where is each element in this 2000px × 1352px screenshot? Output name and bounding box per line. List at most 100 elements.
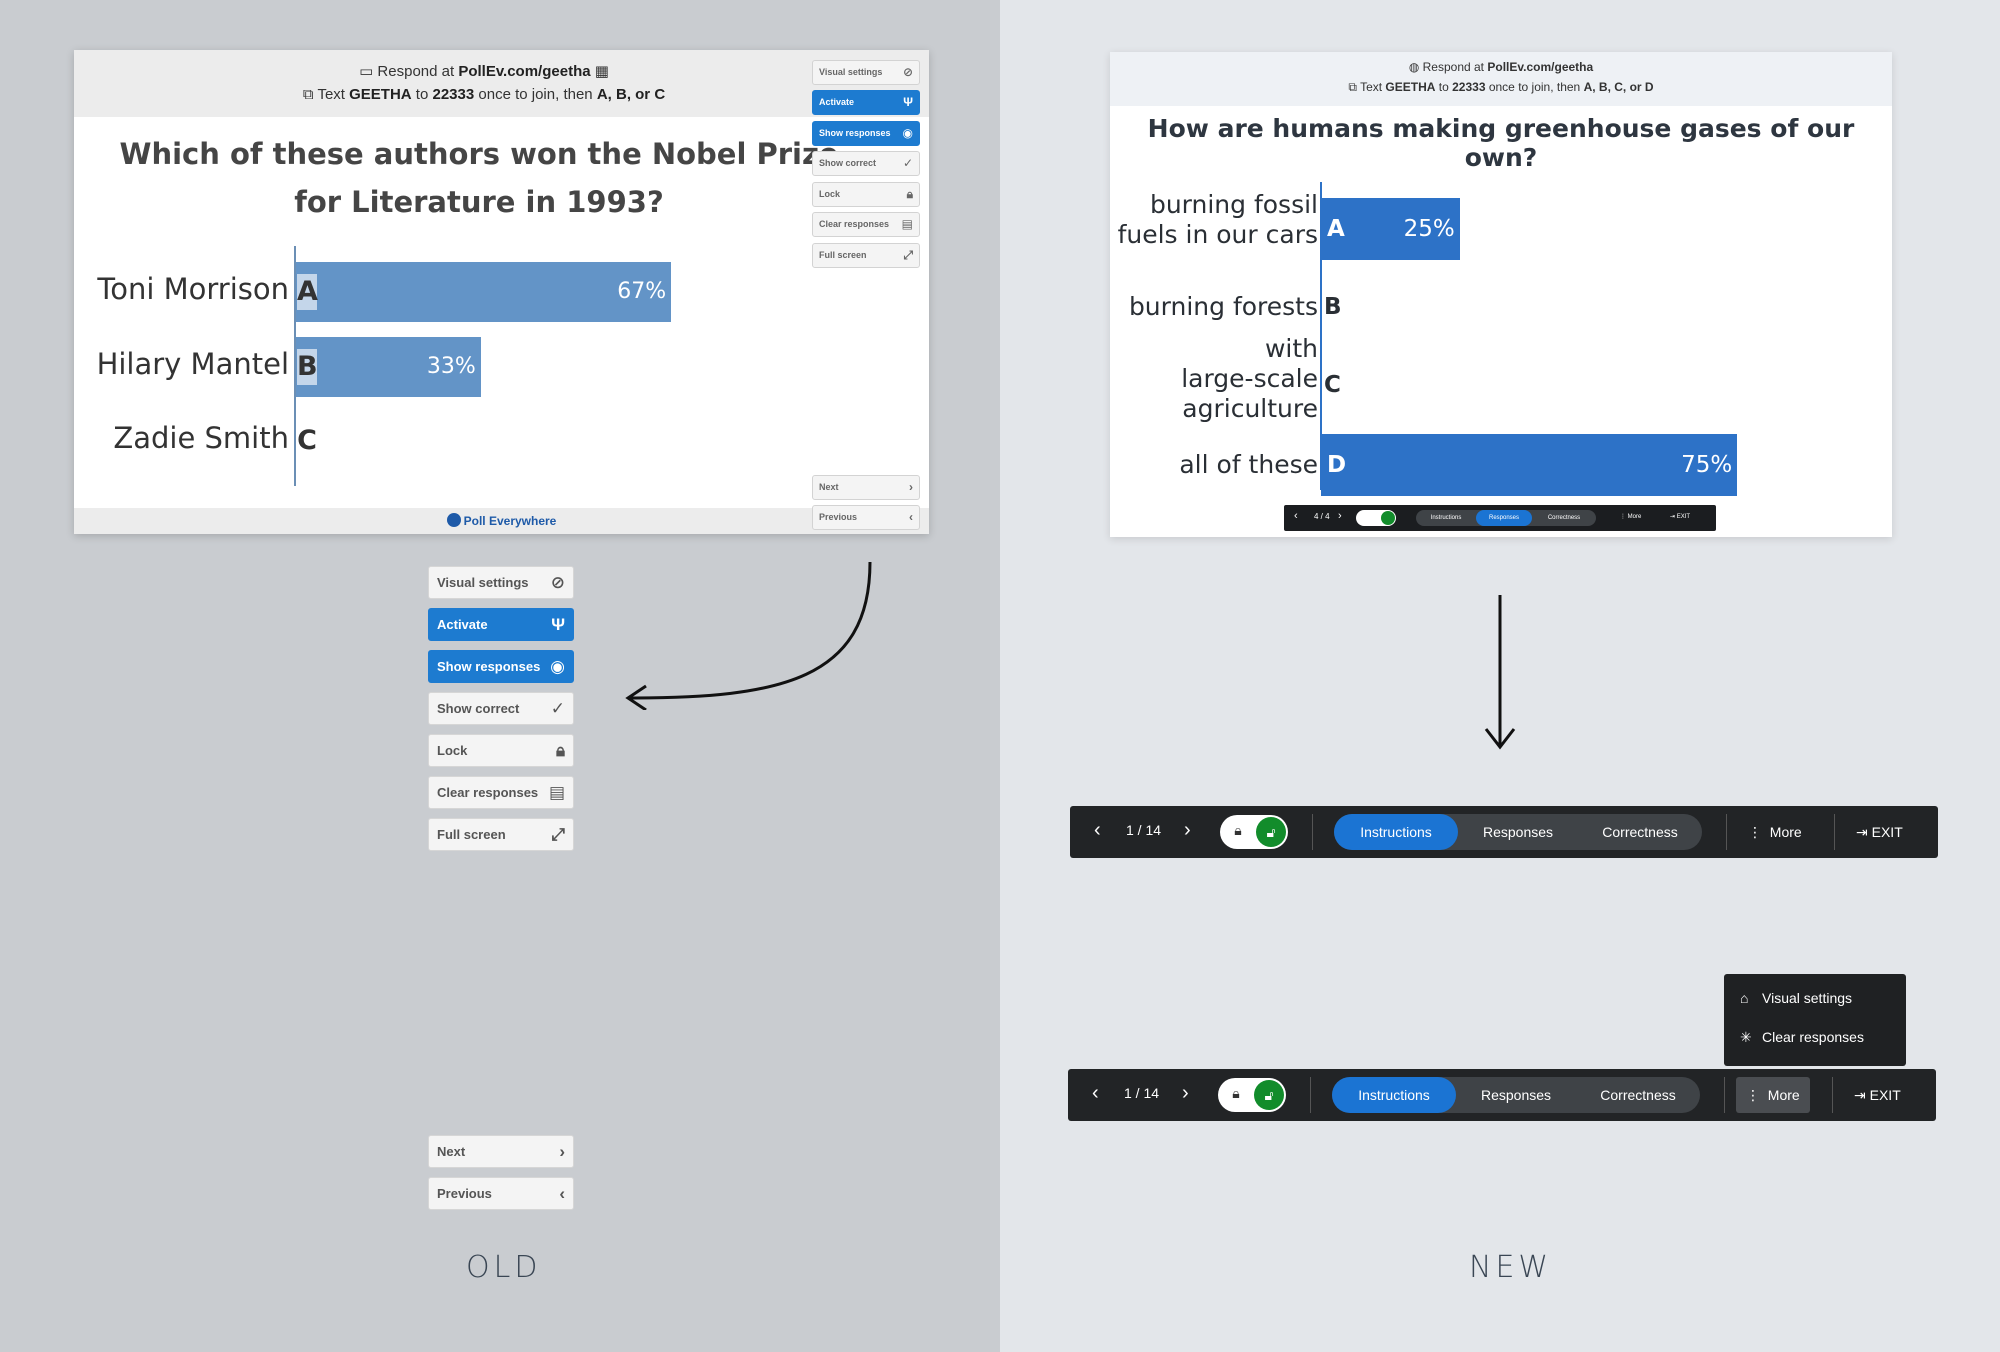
- new-option-label-c: with large-scale agriculture: [1181, 334, 1318, 423]
- lock-icon: 🔒︎: [1232, 1085, 1240, 1101]
- curved-arrow: [625, 561, 872, 710]
- lock-toggle[interactable]: 🔒︎ 🔓︎: [1218, 1078, 1286, 1112]
- old-bar-b-percent: 33%: [426, 354, 476, 379]
- mini-lock-toggle[interactable]: [1356, 510, 1396, 526]
- kebab-icon: ⋮: [1746, 1087, 1760, 1103]
- clear-responses-button[interactable]: Clear responses▤: [428, 776, 574, 809]
- mini-mode-segmented: Instructions Responses Correctness: [1416, 510, 1596, 526]
- old-bar-a-percent: 67%: [617, 279, 667, 304]
- page-counter: 1 / 14: [1124, 1085, 1160, 1101]
- new-option-letter-d: D: [1327, 452, 1347, 478]
- exit-button[interactable]: ⇥ EXIT: [1854, 1087, 1901, 1103]
- unlock-icon: 🔓︎: [1256, 817, 1286, 847]
- poll-everywhere-logo: Poll Everywhere: [446, 513, 556, 528]
- new-text-line: ⧉ Text GEETHA to 22333 once to join, the…: [1348, 80, 1654, 94]
- mini-tab-responses[interactable]: Responses: [1476, 510, 1532, 526]
- menu-item-clear-responses[interactable]: ✳Clear responses: [1740, 1029, 1864, 1045]
- new-chart-axis: [1320, 182, 1322, 490]
- unlock-icon: 🔓︎: [1254, 1080, 1284, 1110]
- exit-button[interactable]: ⇥ EXIT: [1856, 824, 1903, 840]
- lock-toggle[interactable]: 🔒︎ 🔓︎: [1220, 815, 1288, 849]
- new-question: How are humans making greenhouse gases o…: [1147, 114, 1855, 172]
- show-correct-button-small[interactable]: Show correct✓: [812, 151, 920, 176]
- lock-button[interactable]: Lock🔒︎: [428, 734, 574, 767]
- show-correct-button[interactable]: Show correct✓: [428, 692, 574, 725]
- old-option-label-b: Hilary Mantel: [96, 347, 289, 381]
- kebab-icon: ⋮: [1748, 824, 1762, 840]
- lock-button-small[interactable]: Lock🔒︎: [812, 182, 920, 207]
- mini-more-button[interactable]: ⋮ More: [1620, 514, 1642, 520]
- exit-icon: ⇥: [1856, 824, 1868, 840]
- message-icon: ⧉: [1348, 80, 1361, 94]
- previous-button-small[interactable]: Previous‹: [812, 505, 920, 530]
- new-bar-a-percent: 25%: [1403, 216, 1455, 242]
- old-slide: ▭ Respond at PollEv.com/geetha ▦ ⧉ Text …: [74, 50, 929, 534]
- chevron-left-icon[interactable]: ‹: [1092, 1082, 1099, 1104]
- chevron-right-icon[interactable]: ›: [1184, 819, 1191, 841]
- mini-exit-button[interactable]: ⇥ EXIT: [1670, 514, 1691, 520]
- old-option-label-a: Toni Morrison: [97, 272, 289, 306]
- more-button[interactable]: ⋮ More: [1748, 824, 1802, 840]
- new-option-letter-a: A: [1327, 216, 1345, 242]
- mini-tab-correctness[interactable]: Correctness: [1547, 515, 1581, 521]
- more-button-active[interactable]: ⋮ More: [1736, 1077, 1810, 1113]
- visual-settings-button[interactable]: Visual settings⊘: [428, 566, 574, 599]
- lock-icon: 🔒︎: [1234, 822, 1242, 838]
- old-option-letter-c: C: [297, 425, 317, 456]
- mode-segmented-control: Instructions Responses Correctness: [1332, 1077, 1700, 1113]
- check-icon: ✓: [902, 156, 913, 170]
- chevron-left-icon: ‹: [559, 1184, 565, 1203]
- toolbar-divider: [1312, 814, 1313, 850]
- old-bar-a: 67%: [296, 262, 672, 322]
- new-bar-d: D 75%: [1321, 434, 1738, 496]
- full-screen-button[interactable]: Full screen⤢: [428, 818, 574, 851]
- chevron-left-icon[interactable]: ‹: [1094, 819, 1101, 841]
- expand-icon: ⤢: [551, 825, 565, 844]
- tab-instructions[interactable]: Instructions: [1332, 1077, 1456, 1113]
- palette-icon: ⊘: [550, 573, 565, 592]
- mini-chevron-right-icon[interactable]: ›: [1338, 510, 1342, 522]
- presenter-toolbar: ‹ 1 / 14 › 🔒︎ 🔓︎ Instructions Responses …: [1070, 806, 1938, 858]
- poll-everywhere-icon: [446, 513, 461, 527]
- previous-button[interactable]: Previous‹: [428, 1177, 574, 1210]
- mini-tab-instructions[interactable]: Instructions: [1430, 515, 1462, 521]
- visual-settings-button-small[interactable]: Visual settings⊘: [812, 60, 920, 85]
- archive-icon: ▤: [901, 217, 913, 231]
- tab-responses[interactable]: Responses: [1480, 1087, 1552, 1103]
- menu-item-visual-settings[interactable]: ⌂Visual settings: [1740, 990, 1853, 1006]
- down-arrow: [1484, 595, 1516, 750]
- tab-instructions[interactable]: Instructions: [1334, 814, 1458, 850]
- show-responses-button-small[interactable]: Show responses◉: [812, 121, 920, 146]
- mini-chevron-left-icon[interactable]: ‹: [1294, 510, 1298, 522]
- page-counter: 1 / 14: [1126, 822, 1162, 838]
- mini-page-counter: 4 / 4: [1314, 512, 1330, 521]
- old-option-letter-b: B: [297, 349, 318, 385]
- old-slide-header: ▭ Respond at PollEv.com/geetha ▦ ⧉ Text …: [74, 50, 929, 117]
- new-option-label-a: burning fossil fuels in our cars: [1117, 190, 1318, 249]
- antenna-icon: Ψ: [551, 615, 565, 634]
- more-menu: ⌂Visual settings ✳Clear responses: [1724, 974, 1906, 1066]
- show-responses-button[interactable]: Show responses◉: [428, 650, 574, 683]
- mini-unlock-icon: [1381, 511, 1395, 525]
- new-caption: NEW: [1469, 1250, 1553, 1285]
- full-screen-button-small[interactable]: Full screen⤢: [812, 243, 920, 268]
- old-question: Which of these authors won the Nobel Pri…: [119, 137, 839, 219]
- toolbar-divider: [1310, 1077, 1311, 1113]
- toolbar-divider: [1832, 1077, 1833, 1113]
- lock-icon: 🔒︎: [906, 187, 913, 201]
- toolbar-divider: [1724, 1077, 1725, 1113]
- expand-icon: ⤢: [903, 248, 913, 262]
- next-button-small[interactable]: Next›: [812, 475, 920, 500]
- next-button[interactable]: Next›: [428, 1135, 574, 1168]
- toolbar-divider: [1834, 814, 1835, 850]
- tab-correctness[interactable]: Correctness: [1600, 1087, 1676, 1103]
- sparkle-clear-icon: ✳: [1740, 1029, 1752, 1045]
- tab-responses[interactable]: Responses: [1482, 824, 1554, 840]
- chevron-right-icon[interactable]: ›: [1182, 1082, 1189, 1104]
- respond-url: PollEv.com/geetha: [458, 63, 591, 80]
- clear-responses-button-small[interactable]: Clear responses▤: [812, 212, 920, 237]
- chevron-right-icon: ›: [559, 1142, 565, 1161]
- tab-correctness[interactable]: Correctness: [1602, 824, 1678, 840]
